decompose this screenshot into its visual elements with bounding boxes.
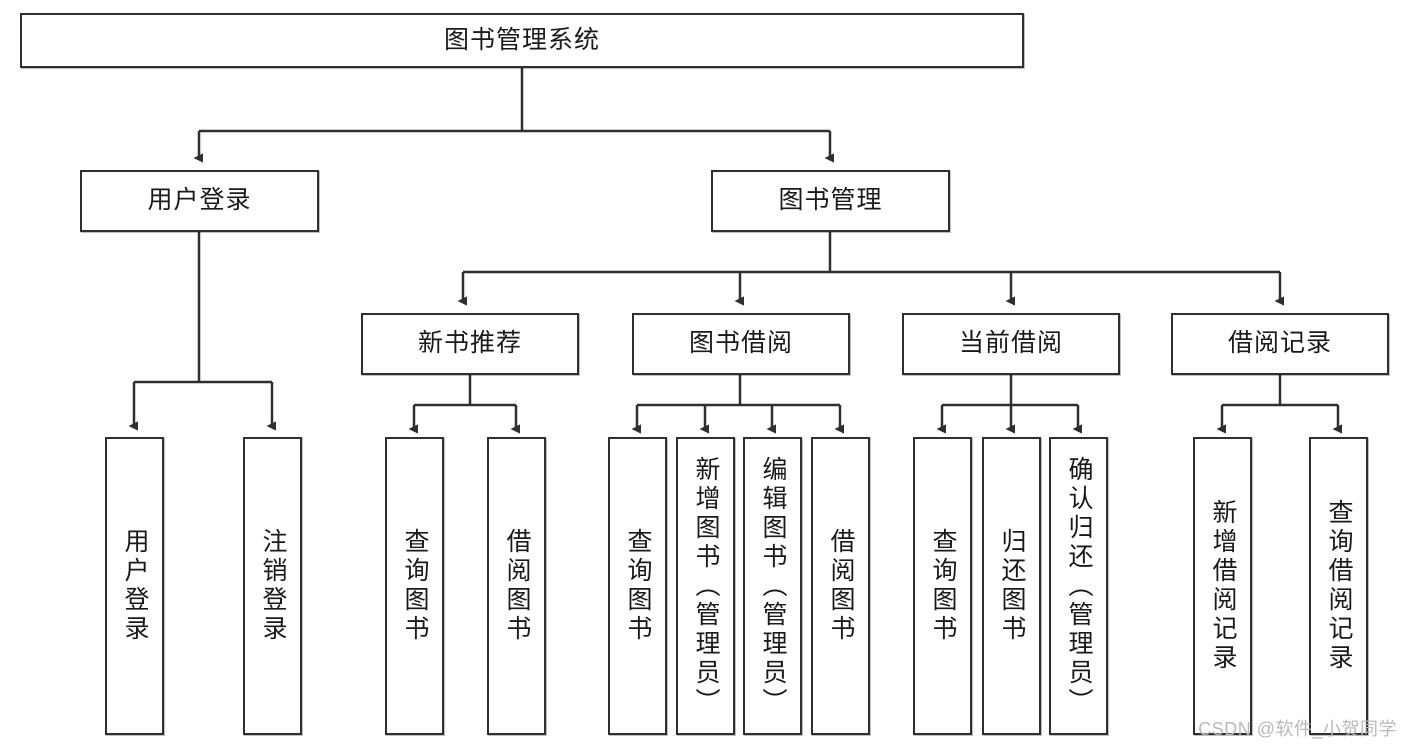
node-label: 借阅记录: [1227, 329, 1332, 358]
node-label: 编辑图书（管理员）: [759, 455, 787, 717]
leaf-user-login-logout[interactable]: 注销登录: [243, 437, 302, 735]
leaf-borrow-borrow-book[interactable]: 借阅图书: [811, 437, 870, 735]
node-current-borrow[interactable]: 当前借阅: [902, 313, 1120, 375]
node-new-book-recommend[interactable]: 新书推荐: [361, 313, 579, 375]
leaf-borrow-query-book[interactable]: 查询图书: [608, 437, 667, 735]
node-label: 图书借阅: [688, 329, 793, 358]
node-label: 确认归还（管理员）: [1065, 455, 1093, 717]
node-label: 查询图书: [929, 528, 957, 644]
node-book-borrow[interactable]: 图书借阅: [632, 313, 850, 375]
watermark-text: CSDN @软件_小贺同学: [1198, 719, 1397, 739]
node-label: 用户登录: [121, 528, 149, 644]
leaf-borrow-edit-book-admin[interactable]: 编辑图书（管理员）: [743, 437, 802, 735]
node-label: 图书管理: [778, 186, 883, 215]
leaf-current-confirm-return-admin[interactable]: 确认归还（管理员）: [1049, 437, 1108, 735]
node-label: 注销登录: [259, 528, 287, 644]
node-label: 当前借阅: [958, 329, 1063, 358]
node-label: 借阅图书: [827, 528, 855, 644]
node-label: 借阅图书: [503, 528, 531, 644]
node-label: 用户登录: [147, 186, 252, 215]
node-borrow-record[interactable]: 借阅记录: [1171, 313, 1389, 375]
node-book-management[interactable]: 图书管理: [711, 170, 950, 232]
node-label: 新增图书（管理员）: [692, 455, 720, 717]
leaf-user-login-login[interactable]: 用户登录: [105, 437, 164, 735]
node-label: 查询图书: [401, 528, 429, 644]
node-label: 查询图书: [624, 528, 652, 644]
node-user-login[interactable]: 用户登录: [80, 170, 319, 232]
node-label: 图书管理系统: [443, 25, 600, 54]
leaf-record-add-record[interactable]: 新增借阅记录: [1193, 437, 1252, 735]
node-root-system[interactable]: 图书管理系统: [20, 13, 1024, 68]
leaf-current-query-book[interactable]: 查询图书: [913, 437, 972, 735]
leaf-record-query-record[interactable]: 查询借阅记录: [1309, 437, 1368, 735]
leaf-recommend-query-book[interactable]: 查询图书: [385, 437, 444, 735]
leaf-borrow-add-book-admin[interactable]: 新增图书（管理员）: [676, 437, 735, 735]
leaf-current-return-book[interactable]: 归还图书: [982, 437, 1041, 735]
node-label: 查询借阅记录: [1325, 499, 1353, 673]
node-label: 归还图书: [998, 528, 1026, 644]
node-label: 新增借阅记录: [1209, 499, 1237, 673]
node-label: 新书推荐: [417, 329, 522, 358]
leaf-recommend-borrow-book[interactable]: 借阅图书: [487, 437, 546, 735]
